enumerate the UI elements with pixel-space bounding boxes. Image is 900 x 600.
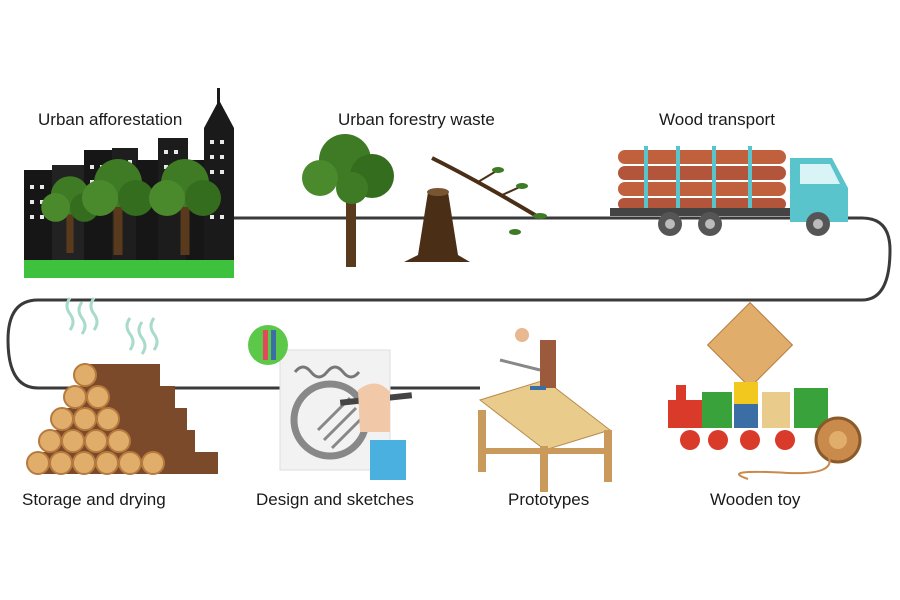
step-label-urban-afforestation: Urban afforestation bbox=[38, 110, 183, 129]
logging-truck-icon bbox=[610, 146, 848, 236]
sketch-drawing-icon bbox=[248, 325, 413, 480]
step-label-prototypes: Prototypes bbox=[508, 490, 590, 509]
carpenter-workbench-icon bbox=[478, 328, 612, 492]
truck-wheels bbox=[658, 212, 830, 236]
step-label-urban-forestry-waste: Urban forestry waste bbox=[338, 110, 495, 129]
step-label-storage-and-drying: Storage and drying bbox=[22, 490, 166, 509]
step-label-design-and-sketches: Design and sketches bbox=[256, 490, 414, 509]
step-label-wooden-toy: Wooden toy bbox=[710, 490, 801, 509]
log-pile-icon bbox=[26, 297, 218, 475]
process-path-line bbox=[6, 216, 892, 390]
step-label-wood-transport: Wood transport bbox=[659, 110, 775, 129]
tree-stump-branch-icon bbox=[302, 134, 547, 267]
city-trees-icon bbox=[24, 88, 234, 278]
wooden-toy-train-icon bbox=[668, 301, 862, 480]
